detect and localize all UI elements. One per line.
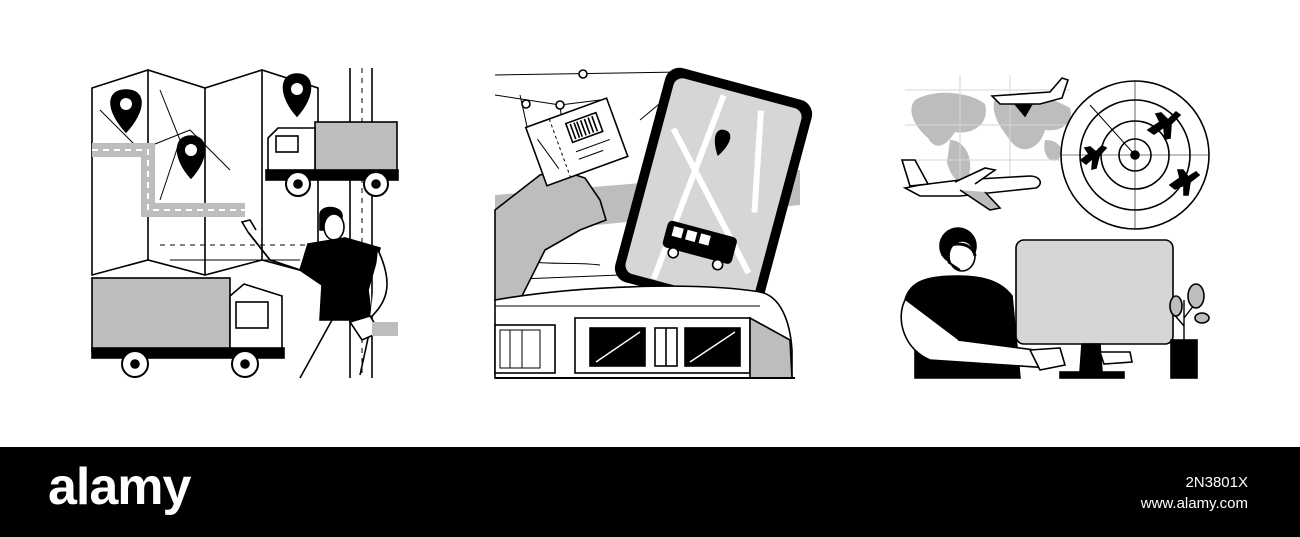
air-traffic-control-icon <box>900 75 1210 379</box>
stock-watermark-banner: alamy 2N3801X www.alamy.com <box>0 447 1300 537</box>
alamy-logo: alamy <box>48 458 191 516</box>
image-id: 2N3801X <box>1185 474 1248 491</box>
public-transport-ticket-app-icon <box>494 67 813 379</box>
site-url: www.alamy.com <box>1140 495 1248 512</box>
logistics-route-map-icon <box>91 68 399 379</box>
illustration-canvas <box>91 67 1210 379</box>
